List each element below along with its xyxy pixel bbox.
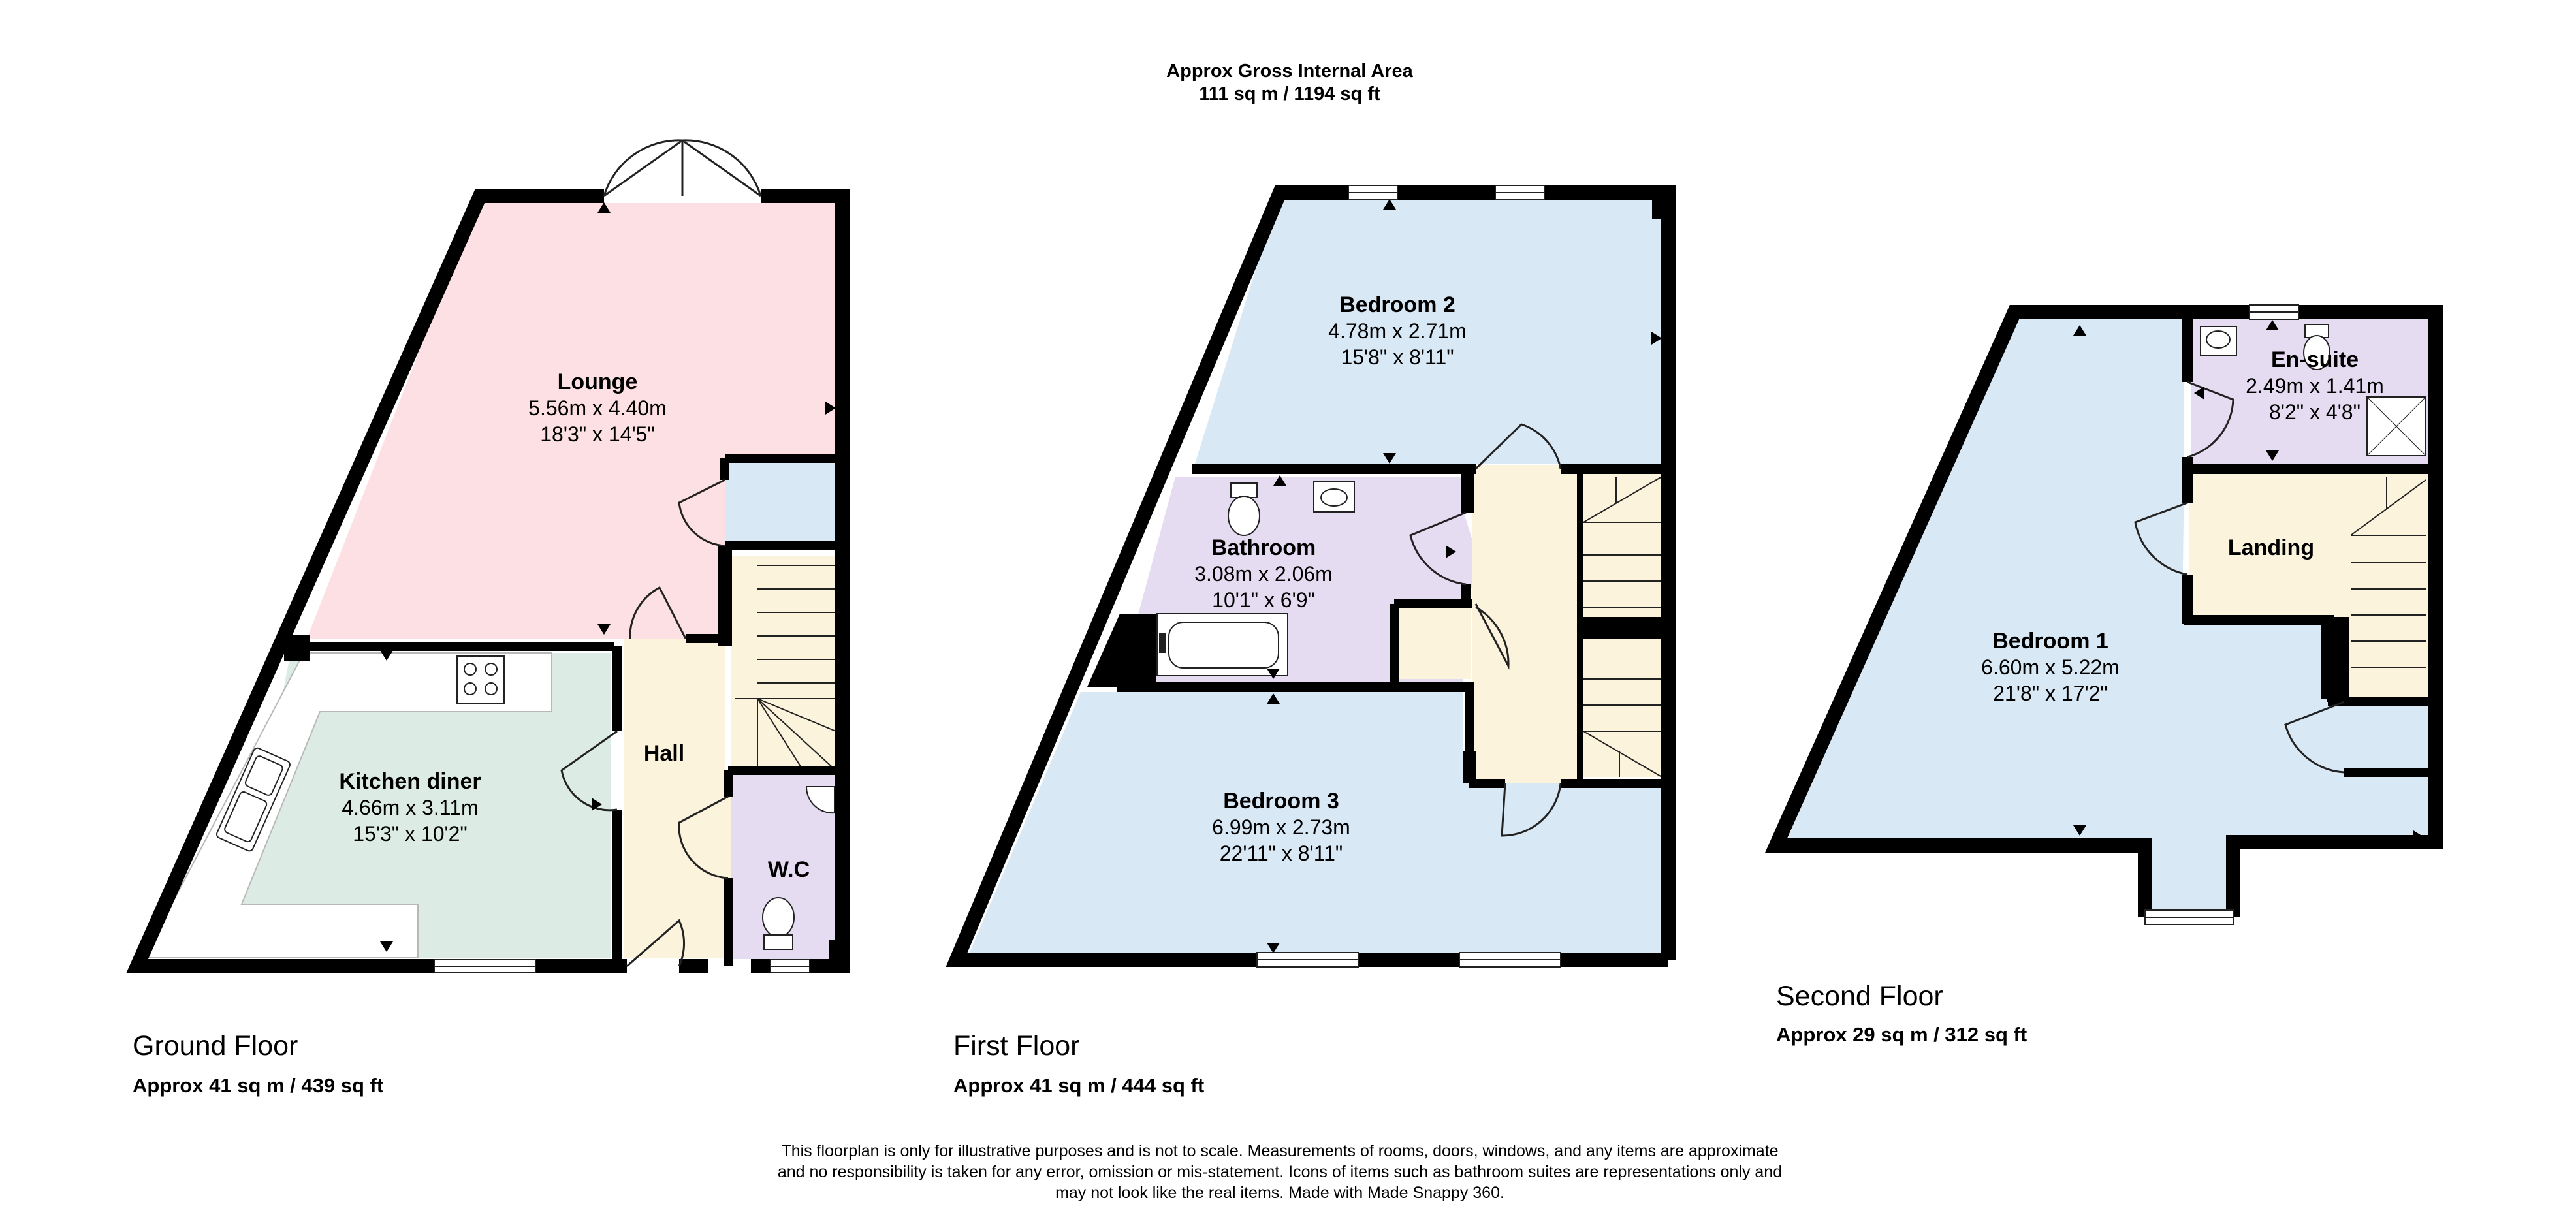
first-wall-block	[1652, 193, 1668, 219]
ground-wall-block	[284, 635, 310, 661]
landing-area	[2189, 471, 2347, 617]
ground-walls	[126, 189, 850, 973]
ground-floor-plan	[126, 139, 850, 973]
lounge-label: Lounge	[558, 370, 638, 394]
basin-icon	[2200, 326, 2237, 356]
disclaimer-line: and no responsibility is taken for any e…	[777, 1163, 1783, 1181]
lounge-cupboard	[725, 458, 842, 546]
landing-area	[1472, 465, 1580, 783]
ground-stairs-treads	[735, 565, 836, 771]
bedroom1-metric: 6.60m x 5.22m	[1981, 655, 2120, 679]
bedroom2-metric: 4.78m x 2.71m	[1328, 319, 1467, 343]
bedroom3-area	[966, 692, 1668, 960]
door-swing-icon	[1409, 423, 1562, 837]
area-header-line1: Approx Gross Internal Area	[1166, 61, 1414, 82]
ensuite-imperial: 8'2" x 4'8"	[2269, 400, 2361, 424]
door-swing-icon	[2134, 381, 2345, 774]
second-stairs-treads	[2350, 477, 2426, 668]
bedroom3-label: Bedroom 3	[1223, 789, 1339, 813]
toilet-icon	[1228, 482, 1260, 536]
bedroom1-imperial: 21'8" x 17'2"	[1993, 682, 2108, 705]
toilet-icon	[762, 897, 795, 950]
second-wall-block	[2321, 617, 2349, 699]
dimension-arrow-icon	[380, 202, 836, 952]
first-stair-divider	[1579, 617, 1670, 639]
second-stairs	[2347, 471, 2429, 697]
wc-basin-icon	[805, 786, 835, 814]
first-cupboard	[1396, 604, 1471, 679]
bedroom1-area	[1786, 319, 2432, 917]
disclaimer-line: This floorplan is only for illustrative …	[781, 1142, 1779, 1160]
room-labels: Approx Gross Internal Area 111 sq m / 11…	[339, 61, 2383, 882]
landing-label: Landing	[2228, 535, 2314, 560]
bedroom3-imperial: 22'11" x 8'11"	[1220, 842, 1343, 865]
bedroom1-label: Bedroom 1	[1992, 629, 2108, 654]
bedroom3-metric: 6.99m x 2.73m	[1212, 815, 1350, 839]
lounge-area	[307, 196, 842, 639]
ground-floor-title: Ground Floor	[133, 1030, 298, 1062]
dimension-arrow-icon	[2073, 320, 2424, 844]
first-floor-title: First Floor	[953, 1030, 1080, 1062]
window-icon	[2144, 304, 2299, 925]
first-floor-area: Approx 41 sq m / 444 sq ft	[953, 1074, 1205, 1097]
kitchen-imperial: 15'3" x 10'2"	[353, 822, 468, 845]
window-icon	[1256, 185, 1561, 968]
hall-floor	[624, 639, 731, 958]
door-swing-icon	[560, 479, 729, 968]
ensuite-label: En-suite	[2271, 347, 2359, 372]
kitchen-metric: 4.66m x 3.11m	[342, 796, 478, 819]
ground-stairs	[731, 556, 839, 772]
kitchen-sink-icon	[215, 747, 291, 852]
bathroom-label: Bathroom	[1211, 535, 1316, 560]
window-icon	[434, 959, 810, 973]
ground-wall-block	[829, 940, 842, 966]
kitchen-label: Kitchen diner	[339, 769, 481, 794]
lounge-imperial: 18'3" x 14'5"	[540, 422, 655, 446]
hob-icon	[456, 655, 505, 704]
second-floor-area: Approx 29 sq m / 312 sq ft	[1776, 1023, 2027, 1046]
bedroom2-area	[1195, 193, 1668, 464]
first-stairs-treads	[1583, 476, 1662, 778]
toilet-icon	[2303, 324, 2330, 370]
bedroom2-label: Bedroom 2	[1339, 292, 1455, 317]
bedroom2-imperial: 15'8" x 8'11"	[1341, 345, 1454, 369]
kitchen-floor	[242, 653, 611, 958]
ensuite-metric: 2.49m x 1.41m	[2246, 374, 2384, 398]
second-floor-title: Second Floor	[1776, 981, 1943, 1012]
bath-icon	[1156, 613, 1288, 676]
bathroom-metric: 3.08m x 2.06m	[1194, 562, 1333, 586]
first-wall-block	[1463, 751, 1476, 783]
basin-icon	[1313, 481, 1355, 513]
wc-label: W.C	[768, 857, 810, 882]
dimension-arrow-icon	[1267, 199, 1662, 953]
disclaimer-line: may not look like the real items. Made w…	[1055, 1184, 1504, 1202]
hall-label: Hall	[644, 741, 684, 766]
second-floor-plan	[1765, 304, 2443, 925]
first-floor-plan	[946, 185, 1676, 968]
bathroom-imperial: 10'1" x 6'9"	[1212, 588, 1315, 612]
kitchen-counter	[142, 652, 552, 958]
first-walls	[946, 185, 1676, 967]
first-wall-block	[1087, 614, 1156, 687]
area-header-line2: 111 sq m / 1194 sq ft	[1199, 84, 1380, 104]
lounge-metric: 5.56m x 4.40m	[528, 396, 667, 420]
shower-tray-icon	[2366, 396, 2426, 456]
ground-floor-area: Approx 41 sq m / 439 sq ft	[133, 1074, 384, 1097]
disclaimer-text: This floorplan is only for illustrative …	[686, 1141, 1874, 1203]
french-doors-icon	[603, 139, 762, 203]
